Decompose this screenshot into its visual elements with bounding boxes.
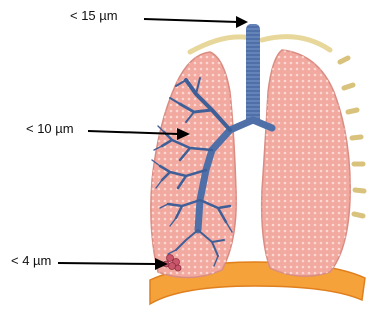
trachea-size-label: < 15 µm: [70, 8, 118, 23]
alveoli-size-label: < 4 µm: [11, 253, 51, 268]
bronchi-size-label: < 10 µm: [26, 121, 74, 136]
arrow-trachea: [144, 16, 248, 28]
arrow-alveoli: [58, 258, 168, 270]
